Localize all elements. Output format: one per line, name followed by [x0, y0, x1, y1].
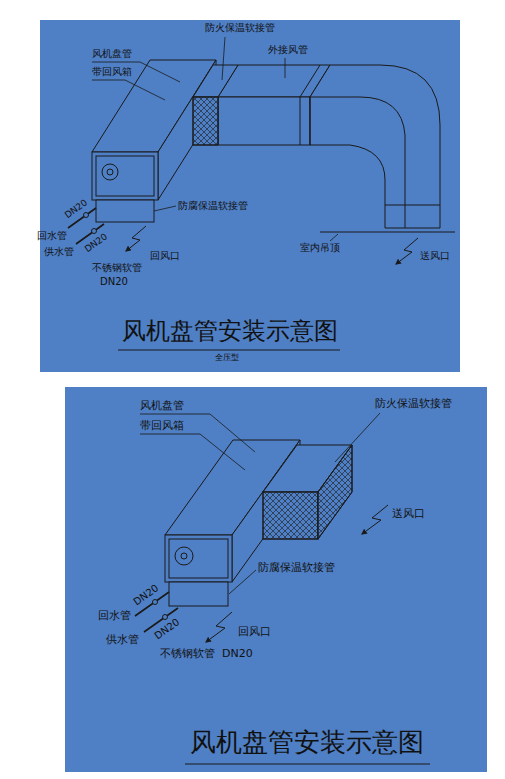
diagram-caption: 风机盘管安装示意图: [190, 728, 424, 758]
part-label: 回水管: [37, 230, 67, 242]
part-label: 防腐保温软接管: [258, 562, 335, 575]
part-label: 防火保温软接管: [205, 22, 275, 34]
ceiling-line: [320, 232, 455, 233]
supply-air-arrow: [362, 505, 388, 534]
part-label: 不锈钢软管: [160, 648, 215, 661]
soft-joint-side: [318, 445, 352, 539]
part-label: 送风口: [392, 508, 425, 521]
diagram-title: 风机盘管安装示意图: [122, 318, 338, 346]
part-label: 带回风箱: [92, 66, 132, 78]
supply-air-arrow: [396, 238, 418, 264]
part-label: 供水管: [44, 246, 74, 258]
part-label: DN20: [222, 648, 253, 661]
part-label: 风机盘管: [140, 400, 184, 413]
soft-joint-face: [263, 492, 318, 539]
part-label: 带回风箱: [140, 420, 184, 433]
fan-symbol: [102, 164, 118, 180]
fan-symbol: [107, 169, 113, 175]
caption-underline: [185, 763, 430, 764]
return-air-arrow: [126, 226, 146, 251]
leader-line: [92, 37, 338, 241]
duct-face: [218, 97, 310, 145]
fan-coil-frame: [96, 156, 154, 196]
fan-symbol: [175, 547, 193, 565]
soft-joint-hatch: [193, 97, 218, 145]
fan-coil-front: [92, 152, 158, 200]
valve: [92, 229, 97, 234]
title-underline: [118, 349, 340, 350]
return-plenum: [96, 200, 154, 222]
part-label: 不锈钢软管: [92, 262, 142, 274]
part-label: 回水管: [98, 610, 131, 623]
duct-elbow: [310, 65, 440, 228]
pipe-size: DN20: [83, 231, 109, 254]
part-label: 送风口: [420, 250, 450, 262]
part-label: DN20: [100, 276, 128, 288]
pipe-size: DN20: [131, 582, 160, 608]
valve: [163, 615, 168, 620]
soft-joint-face: [193, 97, 218, 145]
duct-edge: [310, 97, 405, 228]
part-label: 回风口: [238, 626, 271, 639]
valve: [153, 600, 158, 605]
part-label: 室内吊顶: [300, 242, 340, 254]
return-air-arrow: [206, 612, 232, 642]
fan-symbol: [181, 553, 187, 559]
soft-joint-top: [193, 65, 238, 97]
valve: [84, 213, 89, 218]
fan-coil-frame: [169, 539, 228, 578]
soft-joint-hatch: [263, 492, 318, 539]
panel-ground: [40, 20, 460, 372]
pipe-size: DN20: [63, 197, 89, 220]
part-label: 供水管: [106, 634, 139, 647]
leader-line: [140, 413, 380, 594]
soft-joint-hatch: [318, 445, 352, 539]
part-label: 外接风管: [268, 44, 308, 56]
part-label: 防腐保温软接管: [178, 200, 248, 212]
fan-coil-drawing: [68, 37, 455, 764]
part-label: 全压型: [215, 353, 239, 362]
panel-ground: [65, 387, 487, 772]
part-label: 风机盘管: [92, 48, 132, 60]
duct-flange: [300, 65, 440, 205]
part-label: 防火保温软接管: [375, 398, 452, 411]
fan-coil-front: [165, 535, 232, 582]
pipe-size: DN20: [152, 616, 181, 642]
return-plenum: [169, 582, 228, 606]
part-label: 回风口: [150, 250, 180, 262]
